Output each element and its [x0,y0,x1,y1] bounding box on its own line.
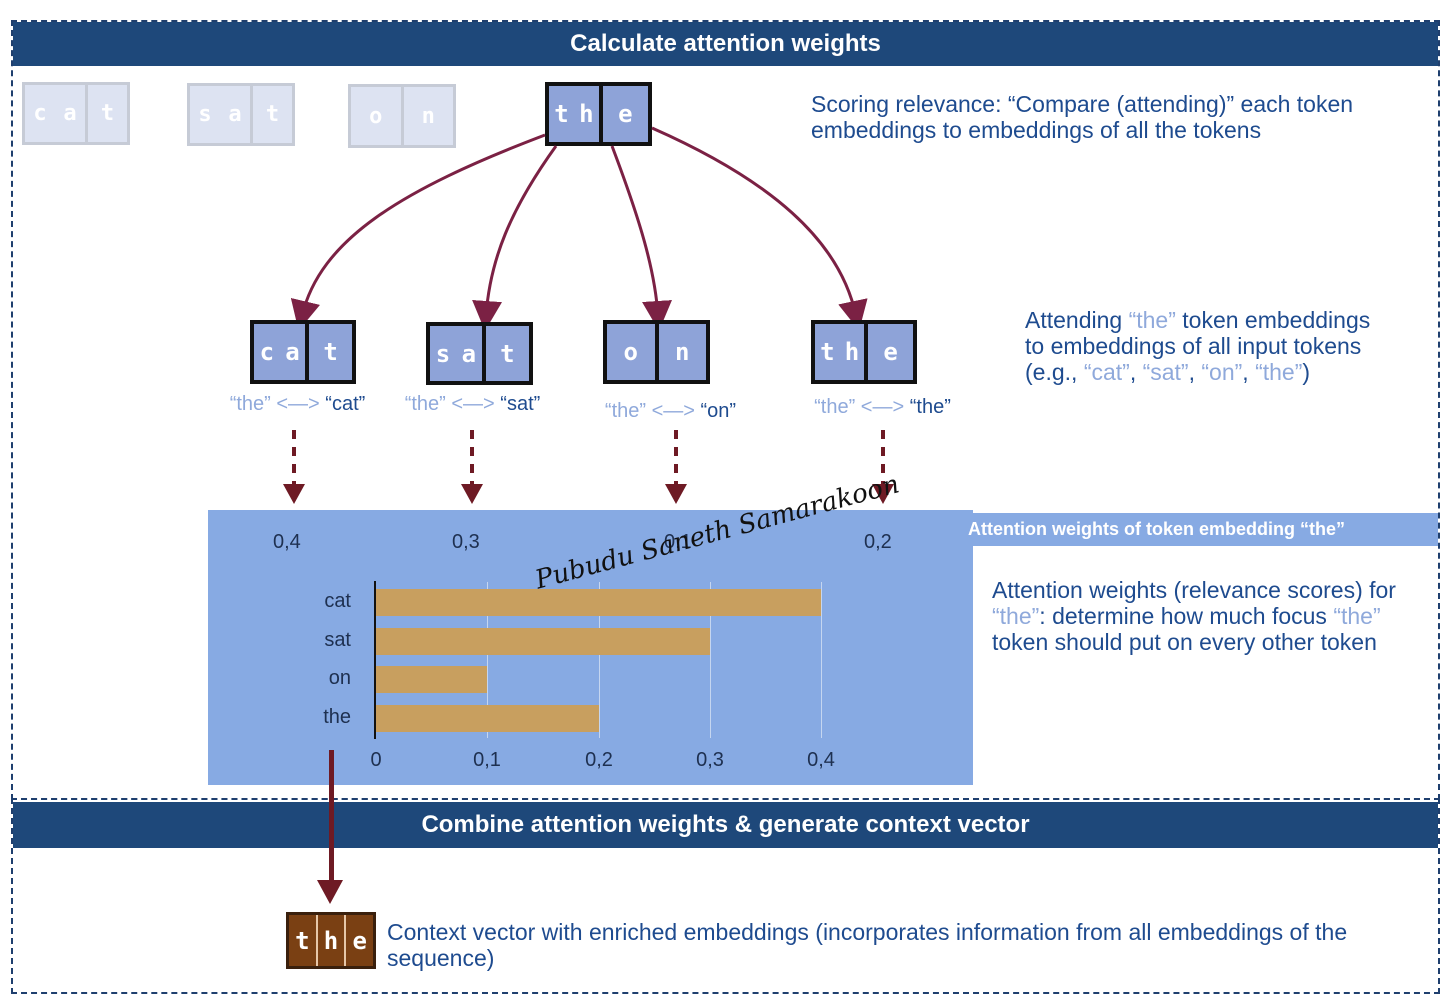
y-axis-line [374,581,376,739]
weight-value-sat: 0,3 [452,531,480,553]
context-vector-token: t h e [286,912,376,969]
token-cell: e [602,86,648,142]
y-tick-label-the: the [323,706,351,728]
token-cell: t [88,85,127,142]
arrow-to-sat [472,145,558,331]
pair-label-sat: “the” <—> “sat” [404,393,541,415]
dashed-arrow-head [872,484,894,504]
y-tick-label-cat: cat [324,590,351,612]
token-cell: n [403,87,453,145]
token-cell: e [868,324,913,380]
dashed-arrow-head [461,484,483,504]
weight-value-the: 0,2 [864,531,892,553]
chart-gridline [487,582,488,738]
pair-label-the: “the” <—> “the” [814,396,951,418]
token-cell: t [253,86,292,143]
weights-description: Attention weights (relevance scores) for… [992,577,1396,655]
context-arrow-head [317,880,343,904]
section-title-context: Combine attention weights & generate con… [13,802,1438,848]
context-vector-description: Context vector with enriched embeddings … [387,919,1348,971]
token-on-key: o n [603,320,710,384]
bar-on [376,666,487,693]
x-tick-label: 0,4 [807,749,835,771]
token-cell: t [309,324,352,380]
context-section-frame [11,798,1440,994]
context-arrow [329,750,334,885]
attending-description: Attending “the” token embeddings to embe… [1025,307,1371,385]
chart-gridline [710,582,711,738]
arrow-to-on [610,145,672,331]
weight-value-on: 0,1 [664,531,692,553]
y-tick-label-sat: sat [324,629,351,651]
section-title-attention: Calculate attention weights [13,22,1438,66]
token-cell: t [485,326,529,381]
arrow-to-cat [290,133,546,331]
token-cell: o [351,87,404,145]
attention-arrows [283,126,894,504]
x-tick-label: 0,2 [585,749,613,771]
token-cell: n [658,324,706,380]
x-tick-label: 0 [370,749,382,771]
attention-weights-title: Attention weights of token embedding “th… [957,513,1438,546]
token-cell: o [607,324,659,380]
y-tick-label-on: on [328,667,351,689]
token-cell: h [317,915,347,966]
dashed-arrow-head [283,484,305,504]
token-cell: t [289,915,318,966]
weight-value-cat: 0,4 [273,531,301,553]
token-cell: e [346,915,374,966]
bar-sat [376,628,710,655]
arrow-to-the [651,126,868,331]
bar-cat [376,589,821,616]
token-on-faded: o n [348,84,456,148]
bar-the [376,705,599,732]
dashed-arrow-head [665,484,687,504]
chart-gridline [821,582,822,738]
x-tick-label: 0,1 [473,749,501,771]
scoring-relevance-text: Scoring relevance: “Compare (attending)”… [811,91,1354,143]
pair-label-cat: “the” <—> “cat” [229,393,366,415]
chart-gridline [599,582,600,738]
x-tick-label: 0,3 [696,749,724,771]
pair-label-on: “the” <—> “on” [604,400,737,422]
